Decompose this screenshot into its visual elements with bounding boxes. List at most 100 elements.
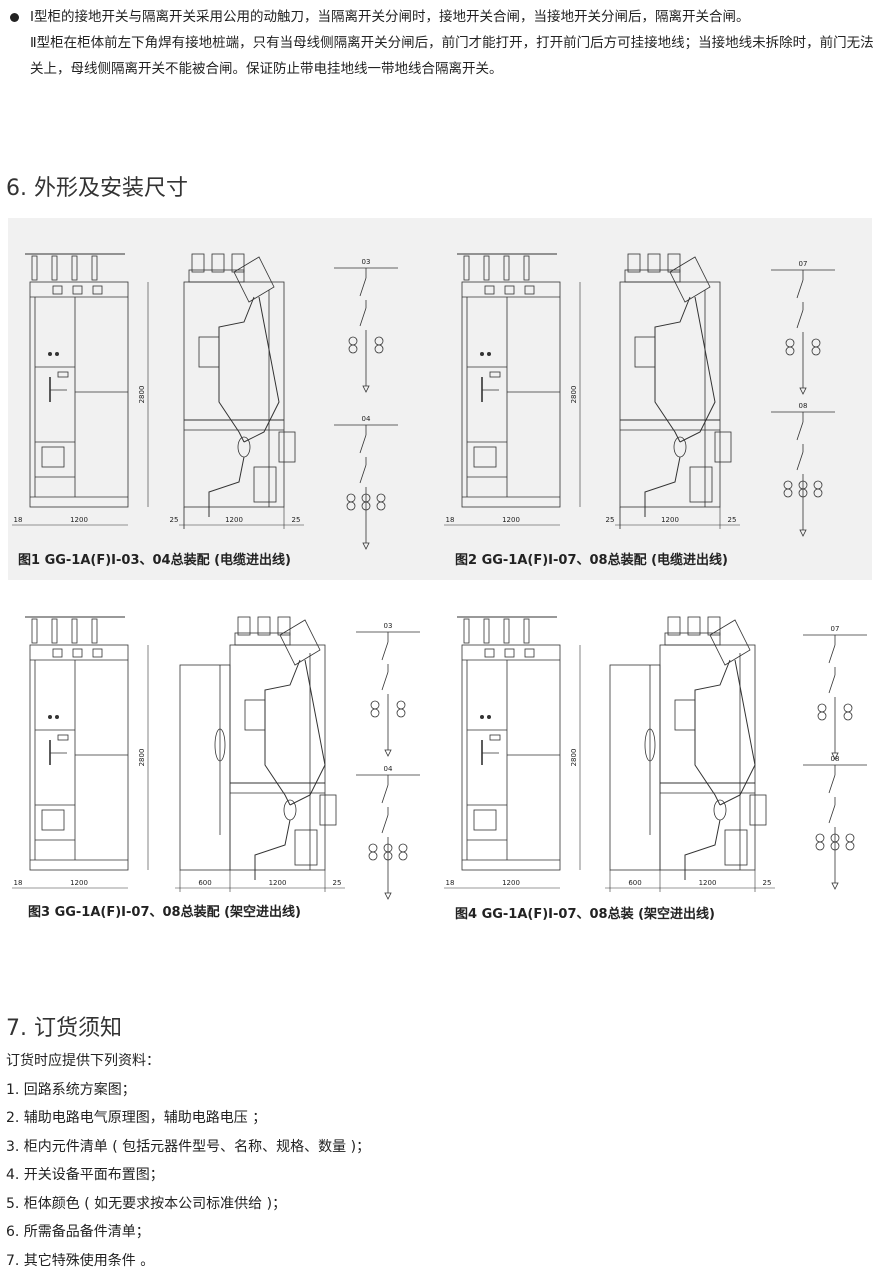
relay-block [634, 336, 656, 368]
indicator-window [52, 285, 63, 295]
order-item: 3. 柜内元件清单 ( 包括元器件型号、名称、规格、数量 )； [6, 1138, 371, 1155]
order-item: 2. 辅助电路电气原理图，辅助电路电压 ； [6, 1110, 267, 1126]
drawing-line [828, 674, 836, 694]
drawing-line [381, 671, 389, 691]
side-box [319, 794, 337, 826]
ct-icon [348, 344, 358, 354]
knob-icon [48, 352, 52, 356]
ct-icon [811, 338, 821, 348]
ct-icon [346, 493, 356, 503]
circuit-label: 03 [384, 622, 393, 630]
drawing-line [359, 434, 367, 454]
circuit-label: 04 [362, 415, 371, 423]
side-box [278, 431, 296, 463]
cabinet-side [229, 644, 326, 871]
insulator [463, 618, 470, 644]
indicator-window [92, 648, 103, 658]
relay-block [244, 699, 266, 731]
meter-box [473, 446, 497, 468]
insulator [211, 253, 225, 273]
width-dimension: 1200 [661, 516, 679, 524]
insulator [237, 616, 251, 636]
right-dimension: 25 [333, 879, 342, 887]
insulator [463, 255, 470, 281]
circuit-label: 03 [362, 258, 371, 266]
insulator [627, 253, 641, 273]
disconnector [279, 619, 321, 666]
circuit-label: 04 [384, 765, 393, 773]
ct-icon [368, 851, 378, 861]
insulator [71, 618, 78, 644]
nameplate [57, 734, 69, 741]
side-box [749, 794, 767, 826]
ct-icon [798, 488, 808, 498]
drawing-line [828, 774, 836, 794]
operating-rod [289, 659, 326, 806]
bottom-box [253, 466, 277, 503]
insulator [231, 253, 245, 273]
insulator [483, 618, 490, 644]
bullet-icon [10, 13, 19, 22]
indicator-window [524, 285, 535, 295]
ct-icon [830, 841, 840, 851]
indicator-window [72, 648, 83, 658]
drawing-line [381, 784, 389, 804]
arrow-icon [799, 387, 807, 395]
insulator [667, 616, 681, 636]
drawing-line [359, 277, 367, 297]
meter-box [41, 446, 65, 468]
knob-icon [55, 352, 59, 356]
insulator [31, 255, 38, 281]
ct-icon [845, 841, 855, 851]
overhead-extension [179, 664, 231, 871]
relay-block [198, 336, 220, 368]
nameplate [57, 371, 69, 378]
right-dimension: 25 [763, 879, 772, 887]
circuit-label: 07 [799, 260, 808, 268]
cabinet-side [659, 644, 756, 871]
left-dimension: 18 [446, 516, 455, 524]
height-dimension: 2800 [570, 386, 578, 404]
ct-icon [843, 703, 853, 713]
height-dimension: 2800 [570, 749, 578, 767]
ct-icon [843, 711, 853, 721]
order-item: 7. 其它特殊使用条件 。 [6, 1252, 155, 1269]
nameplate [489, 371, 501, 378]
indicator-window [52, 648, 63, 658]
left-dimension: 600 [198, 879, 211, 887]
overhead-extension [609, 664, 661, 871]
figure-2-caption: 图2 GG-1A(F)I-07、08总装配 (电缆进出线) [455, 553, 729, 568]
cabinet-front [29, 281, 129, 508]
indicator-window [92, 285, 103, 295]
ct-icon [811, 346, 821, 356]
knob-icon [55, 715, 59, 719]
insulator [483, 255, 490, 281]
width-dimension: 1200 [70, 516, 88, 524]
intro-line-2: Ⅱ型柜在柜体前左下角焊有接地桩端，只有当母线侧隔离开关分闸后，前门才能打开，打开… [30, 35, 874, 77]
intro-text: Ⅰ型柜的接地开关与隔离开关采用公用的动触刀，当隔离开关分闸时，接地开关合闸，当接… [10, 4, 875, 82]
figure-background [8, 218, 872, 580]
insulator [31, 618, 38, 644]
insulator [647, 253, 661, 273]
relay-block [674, 699, 696, 731]
nameplate [489, 734, 501, 741]
height-dimension: 2800 [138, 749, 146, 767]
circuit-label: 07 [831, 625, 840, 633]
drawing-line [796, 451, 804, 471]
left-dimension: 18 [446, 879, 455, 887]
meter-box [41, 809, 65, 831]
width-dimension: 1200 [502, 516, 520, 524]
arrow-icon [384, 892, 392, 900]
cabinet-front [461, 644, 561, 871]
current-transformer [283, 799, 297, 821]
order-item: 4. 开关设备平面布置图； [6, 1167, 164, 1183]
arrow-icon [362, 385, 370, 393]
drawing-line [828, 644, 836, 664]
ct-icon [398, 843, 408, 853]
cable [684, 819, 721, 880]
section-6-title: 6. 外形及安装尺寸 [6, 176, 188, 201]
drawing-line [796, 421, 804, 441]
insulator [503, 255, 510, 281]
